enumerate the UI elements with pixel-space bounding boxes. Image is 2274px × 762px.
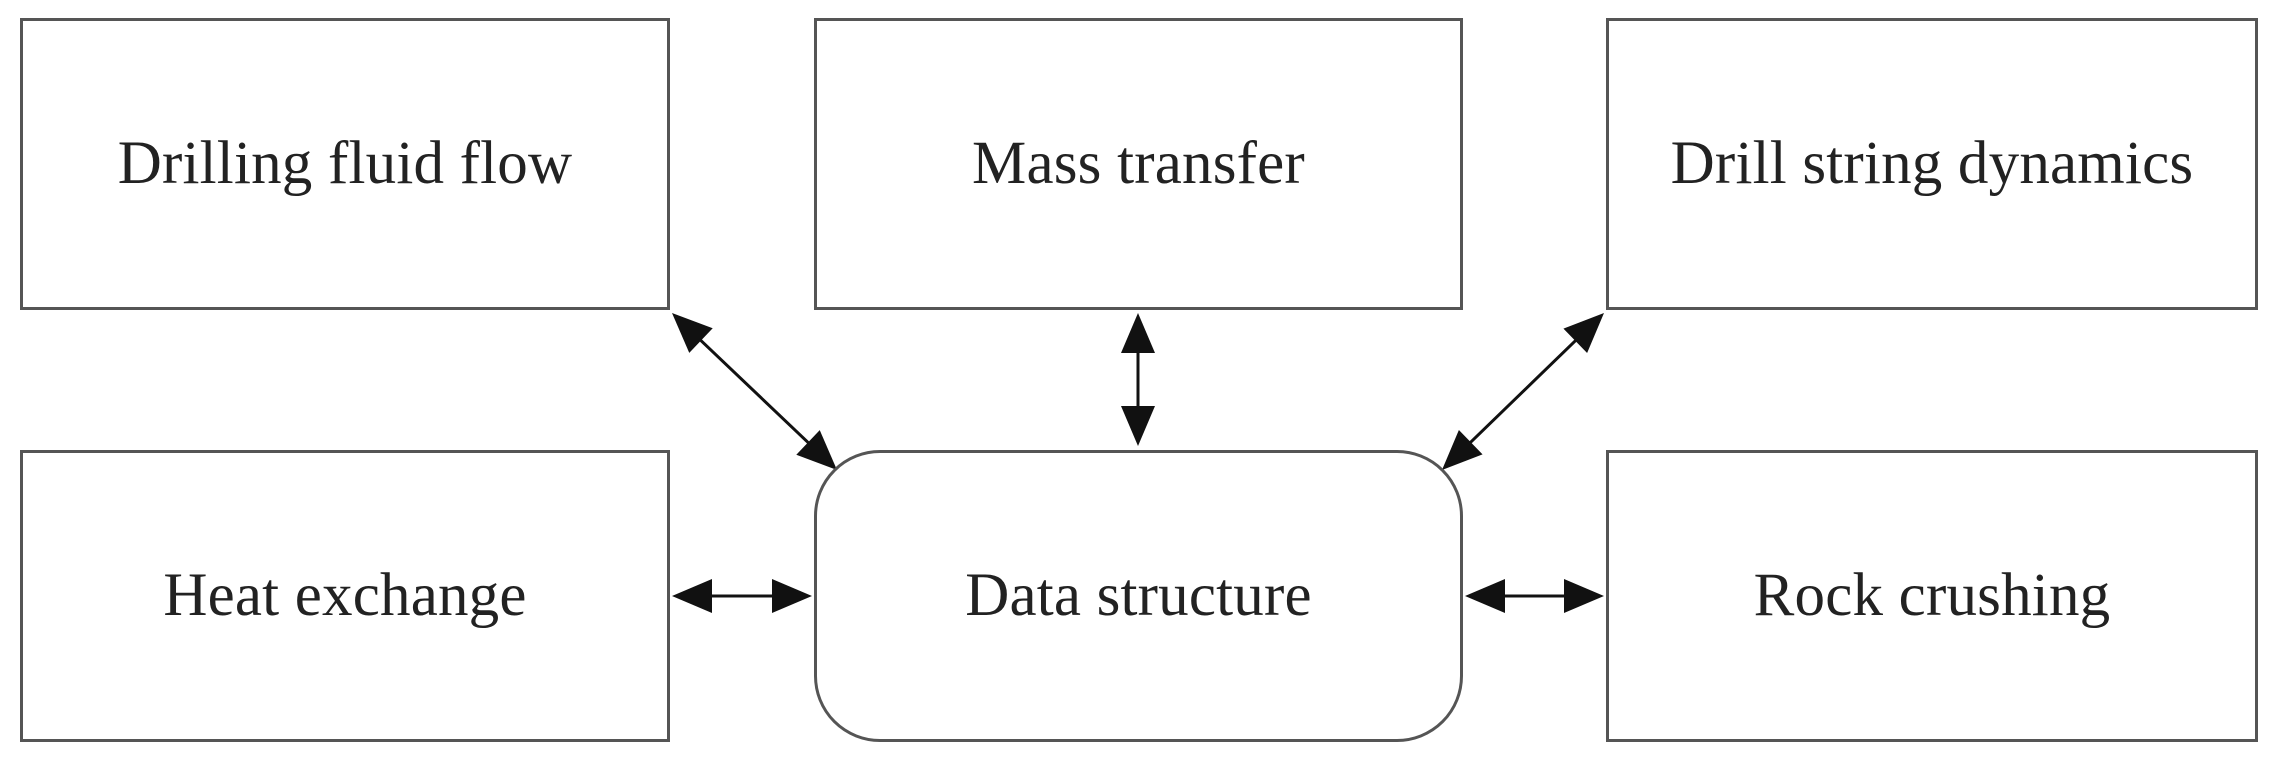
data-structure-box: Data structure: [814, 450, 1463, 742]
connector-line: [1466, 336, 1580, 447]
connector-rock-crushing: [1465, 579, 1604, 613]
arrowhead: [1563, 313, 1604, 354]
arrowhead: [672, 313, 713, 353]
connector-line: [697, 336, 812, 447]
arrowhead: [1465, 579, 1505, 613]
arrowhead: [1121, 313, 1155, 353]
connector-heat-exchange: [672, 579, 812, 613]
connector-drill-string-dynamics: [1442, 313, 1604, 470]
arrow-group: [672, 313, 1604, 613]
rock-crushing-label: Rock crushing: [1753, 562, 2111, 629]
arrowhead: [672, 579, 712, 613]
connector-mass-transfer: [1121, 313, 1155, 446]
arrowhead: [1564, 579, 1604, 613]
arrowhead: [796, 430, 837, 470]
data-structure-label: Data structure: [965, 562, 1312, 629]
drill-string-dynamics-box: Drill string dynamics: [1606, 18, 2258, 310]
mass-transfer-box: Mass transfer: [814, 18, 1463, 310]
drilling-fluid-flow-label: Drilling fluid flow: [117, 130, 573, 197]
mass-transfer-label: Mass transfer: [972, 130, 1305, 197]
connector-drilling-fluid-flow: [672, 313, 837, 470]
rock-crushing-box: Rock crushing: [1606, 450, 2258, 742]
arrowhead: [772, 579, 812, 613]
heat-exchange-label: Heat exchange: [163, 562, 527, 629]
drilling-fluid-flow-box: Drilling fluid flow: [20, 18, 670, 310]
arrowhead: [1442, 429, 1483, 470]
drill-string-dynamics-label: Drill string dynamics: [1670, 130, 2194, 197]
heat-exchange-box: Heat exchange: [20, 450, 670, 742]
arrowhead: [1121, 406, 1155, 446]
